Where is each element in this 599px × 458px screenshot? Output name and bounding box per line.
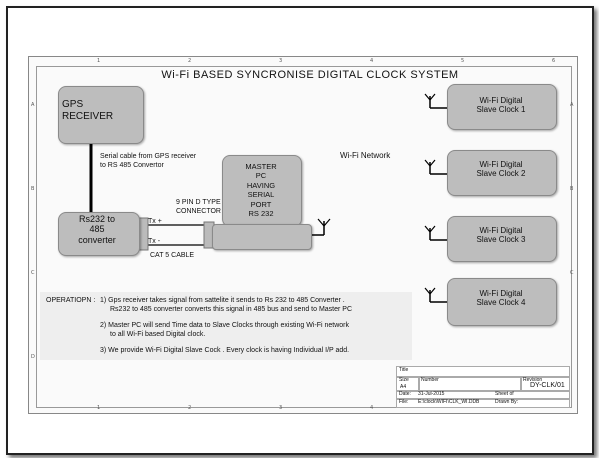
ruler-bottom-1: 1: [97, 405, 101, 411]
converter-box: [58, 212, 140, 256]
operation-step3: 3) We provide Wi-Fi Digital Slave Cock .…: [100, 347, 350, 354]
diagram-title: Wi-Fi BASED SYNCRONISE DIGITAL CLOCK SYS…: [161, 69, 459, 81]
title-block-revision-cell: [520, 376, 570, 392]
tb-sheet-label: Sheet of: [495, 391, 514, 397]
title-block-date-row: [396, 390, 570, 400]
slave-clock-2-box: [447, 150, 557, 196]
cable-label: CAT 5 CABLE: [150, 252, 195, 259]
slave-clock-4-line1: Wi-Fi Digital: [479, 289, 523, 298]
slave-clock-1-box: [447, 84, 557, 130]
slave-antenna-1-icon: [424, 93, 447, 109]
tx-plus-label: Tx +: [148, 218, 162, 225]
ruler-right-b: B: [570, 186, 574, 192]
master-pc-base: [212, 224, 312, 250]
slave-clock-4-box: [447, 278, 557, 326]
title-block-size-cell: [396, 376, 420, 392]
title-block-title-row: [396, 366, 570, 378]
serial-note-line1: Serial cable from GPS receiver: [100, 153, 197, 160]
ruler-side-b: B: [31, 186, 35, 192]
connector-label-line1: 9 PIN D TYPE: [176, 199, 221, 206]
ruler-top-6: 6: [552, 58, 556, 64]
ruler-bottom-3: 3: [279, 405, 283, 411]
operation-step1a: 1) Gps receiver takes signal from sattel…: [100, 297, 345, 304]
master-antenna-icon: [317, 218, 331, 227]
gps-receiver-label: GPS RECEIVER: [62, 99, 132, 122]
operation-step1b: Rs232 to 485 converter converts this sig…: [110, 306, 353, 313]
operation-step2b: to all Wi-Fi based Digital clock.: [110, 331, 206, 338]
ruler-top-3: 3: [279, 58, 283, 64]
master-label-line5: PORT: [250, 199, 272, 209]
operation-step2a: 2) Master PC will send Time data to Slav…: [100, 322, 349, 329]
slave-clock-3-box: [447, 216, 557, 262]
converter-label: Rs232 to 485 converter: [62, 214, 132, 245]
serial-note-line2: to RS 485 Convertor: [100, 162, 164, 169]
ruler-right-a: A: [570, 102, 574, 108]
slave-clock-3-line1: Wi-Fi Digital: [479, 226, 523, 235]
tb-file-value: E:\clock\WIFI\CLK_WI.DDB: [418, 399, 480, 405]
ruler-top-2: 2: [188, 58, 192, 64]
master-label-line3: HAVING: [246, 180, 276, 190]
tb-drawing-number: DY-CLK/01: [530, 382, 565, 389]
master-pc-label: MASTER PC HAVING SERIAL PORT RS 232: [224, 162, 298, 218]
ruler-bottom-4: 4: [370, 405, 374, 411]
tb-size-value: A4: [400, 384, 407, 390]
slave-clock-1-line2: Slave Clock 1: [476, 105, 526, 115]
slave-clock-1-label: Wi-Fi Digital Slave Clock 1: [447, 96, 555, 114]
gps-label-line1: GPS: [62, 99, 84, 110]
ruler-right-c: C: [570, 270, 574, 276]
master-label-line6: RS 232: [248, 208, 274, 218]
master-pc-box: [222, 155, 302, 227]
tb-size-label: Size: [399, 377, 409, 383]
title-block-number-cell: [418, 376, 522, 392]
wifi-network-label: Wi-Fi Network: [340, 151, 391, 160]
tb-file-label: File:: [399, 399, 409, 405]
operation-panel-bg: [40, 292, 412, 360]
slave-clock-2-line1: Wi-Fi Digital: [479, 160, 523, 169]
converter-label-line1: Rs232 to: [78, 214, 116, 224]
master-label-line4: SERIAL: [247, 190, 275, 200]
slave-clock-2-line2: Slave Clock 2: [476, 169, 526, 179]
tb-date-value: 31-Jul-2015: [418, 391, 445, 397]
slave-clock-2-label: Wi-Fi Digital Slave Clock 2: [447, 160, 555, 178]
slave-antenna-3-icon: [424, 225, 447, 241]
drawing-border: [36, 66, 572, 408]
tb-drawn-label: Drawn By:: [495, 399, 519, 405]
slave-clock-4-label: Wi-Fi Digital Slave Clock 4: [447, 289, 555, 307]
tb-title-label: Title: [399, 367, 409, 373]
ruler-side-a: A: [31, 102, 35, 108]
ruler-side-c: C: [31, 270, 35, 276]
connector-label-line2: CONNECTOR: [176, 208, 221, 215]
converter-label-line2: 485: [89, 224, 105, 235]
master-label-line1: MASTER: [245, 162, 277, 171]
master-label-line2: PC: [255, 171, 267, 181]
slave-antenna-4-icon: [424, 287, 447, 303]
slave-clock-4-line2: Slave Clock 4: [476, 298, 526, 308]
slave-clock-1-line1: Wi-Fi Digital: [479, 96, 523, 105]
converter-label-line3: converter: [78, 234, 116, 245]
title-block-file-row: [396, 398, 570, 408]
tb-date-label: Date:: [399, 391, 411, 397]
slave-antenna-2-icon: [424, 159, 447, 175]
slave-clock-3-label: Wi-Fi Digital Slave Clock 3: [447, 226, 555, 244]
gps-label-line2: RECEIVER: [62, 110, 114, 122]
tb-revision-label: Revision: [523, 377, 543, 383]
slave-clock-3-line2: Slave Clock 3: [476, 235, 526, 245]
ruler-side-d: D: [31, 354, 35, 360]
operation-heading: OPERATIOPN :: [46, 297, 96, 304]
ruler-top-1: 1: [97, 58, 101, 64]
ruler-top-4: 4: [370, 58, 374, 64]
ruler-top-5: 5: [461, 58, 465, 64]
gps-receiver-box: [58, 86, 144, 144]
tb-number-label: Number: [421, 377, 439, 383]
tx-minus-label: Tx -: [148, 238, 161, 245]
ruler-bottom-2: 2: [188, 405, 192, 411]
